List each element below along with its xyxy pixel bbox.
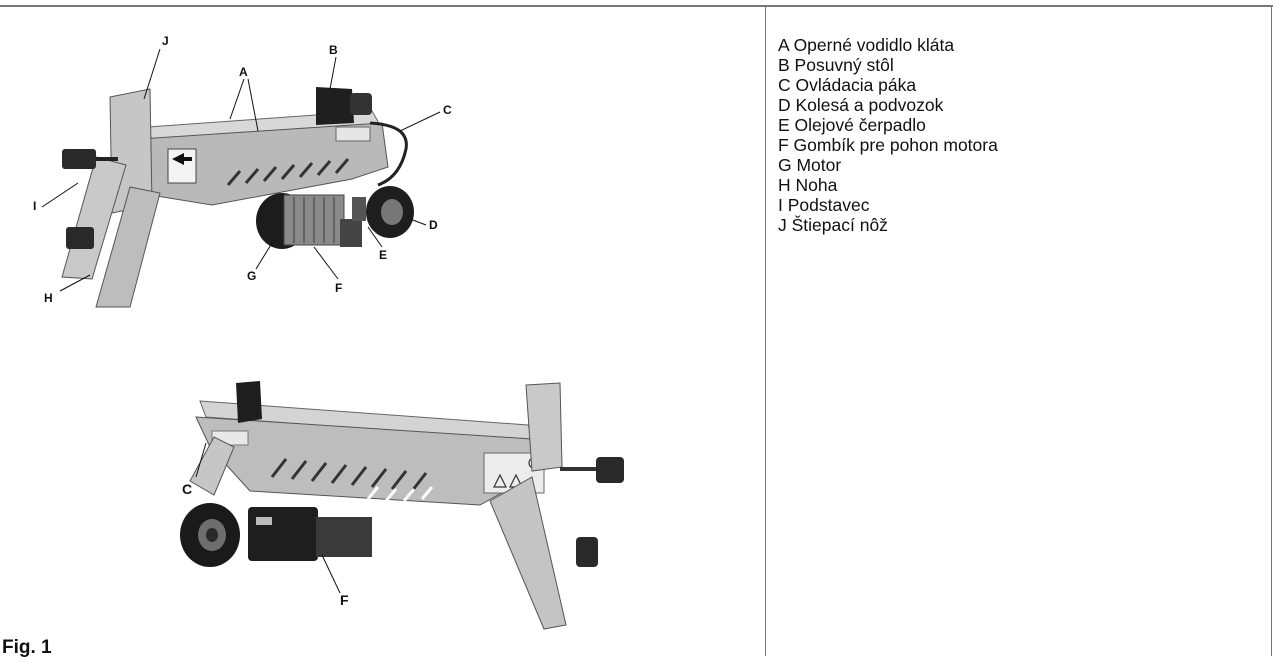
callout-e: E [379,248,387,262]
callout-j: J [162,34,169,48]
column-divider [765,5,766,656]
callout-f: F [335,281,342,295]
callout-c: C [443,103,452,117]
figure-caption: Fig. 1 [2,637,52,658]
legend-item-h: H Noha [778,175,838,195]
right-border [1271,5,1272,656]
log-splitter-illustration: A B C D E F G H I J [33,34,624,630]
legend-item-d: D Kolesá a podvozok [778,95,944,115]
legend-item-e: E Olejové čerpadlo [778,115,926,135]
top-leader-lines [41,48,441,292]
callout-i: I [33,199,36,213]
callout-d: D [429,218,438,232]
parts-legend: A Operné vodidlo kláta B Posuvný stôl C … [778,35,998,235]
callout-g: G [247,269,256,283]
legend-item-b: B Posuvný stôl [778,55,894,75]
legend-item-i: I Podstavec [778,195,870,215]
callout-b: B [329,43,338,57]
legend-item-f: F Gombík pre pohon motora [778,135,998,155]
legend-item-g: G Motor [778,155,842,175]
legend-item-j: J Štiepací nôž [778,215,888,235]
top-machine-drawing [61,87,414,308]
top-rule [0,5,1273,7]
bottom-machine-drawing [180,381,624,630]
callout-h: H [44,291,53,305]
callout-a: A [239,65,248,79]
callout-bottom-f: F [340,592,349,608]
figure-panel: A B C D E F G H I J [0,7,764,658]
legend-item-c: C Ovládacia páka [778,75,917,95]
legend-item-a: A Operné vodidlo kláta [778,35,955,55]
callout-bottom-c: C [182,481,192,497]
bottom-leader-lines [195,442,341,594]
